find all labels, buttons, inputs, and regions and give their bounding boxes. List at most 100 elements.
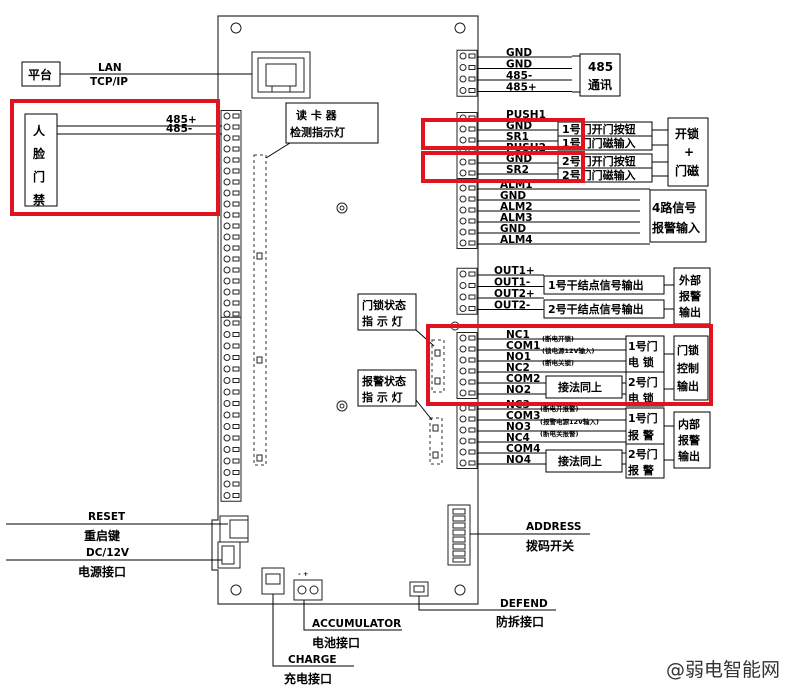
terminal-slot [468,65,476,70]
terminal-screw [459,356,467,364]
terminal-slot [468,271,476,277]
lock-same-wiring: 接法同上 [558,380,602,394]
terminal-slot [232,245,240,251]
alarm-callout [357,369,417,407]
lock-control-box [673,335,709,401]
terminal-slot [468,405,476,411]
terminal-screw [459,367,467,375]
dc-jack [217,541,241,569]
terminal-slot [232,481,240,487]
terminal-screw [459,217,467,225]
terminal-slot [468,229,476,235]
led [256,454,263,462]
terminal-screw [459,87,467,94]
terminal-screw [459,184,467,192]
terminal-screw [459,52,467,60]
terminal-slot [468,449,476,455]
terminal-slot [468,240,476,246]
terminal-screw [223,342,231,350]
pin-label: COM1 [506,340,540,352]
terminal-screw [223,134,231,142]
out2-label: 2号干结点信号输出 [548,302,644,316]
terminal-screw [459,426,467,434]
terminal-slot [232,157,240,163]
lan-label: LAN [98,62,122,74]
external-alarm-line1: 外部 [678,273,701,287]
terminal-slot [232,201,240,207]
terminal-screw [223,145,231,153]
alarm-line1: 报警状态 [362,374,406,388]
door2-lock-line1: 2号门 [628,375,658,389]
terminal-screw [223,255,231,263]
terminal-slot [468,283,476,288]
pin-label: GND [500,190,526,202]
alarm-same-wiring: 接法同上 [558,454,602,468]
pin-label: ALM2 [500,201,533,213]
terminal-slot [232,190,240,196]
pin-label: GND [506,120,532,132]
alarm-same-wiring-box [545,449,623,473]
platform-label: 平台 [28,67,52,82]
terminal-slot [468,126,476,132]
terminal-screw [223,288,231,296]
door1-alarm-line2: 报 警 [628,428,654,442]
terminal-slot [232,470,240,475]
card-reader-line2: 检测指示灯 [290,125,345,139]
terminal-screw [223,365,231,373]
door1-alarm-line1: 1号门 [628,411,658,425]
terminal-slot [232,447,240,452]
terminal-screw [459,125,467,133]
left-terminal-block-lower [220,316,242,502]
external-alarm-line2: 报警 [679,289,701,303]
internal-alarm-box [673,411,711,469]
terminal-slot [468,170,476,176]
pin-label: NO3 [506,421,531,433]
door-lock-callout [357,293,417,331]
led [434,349,441,357]
pin-label: NC4 [506,432,530,444]
reset-cn: 重启键 [84,528,120,543]
terminal-screw [223,400,231,407]
internal-alarm-line1: 内部 [678,417,700,431]
door2-lock-box [625,371,665,407]
address-cn: 拨码开关 [526,538,574,553]
no3-note: (断电关报警) [540,429,578,438]
terminal-slot [468,76,476,82]
terminal-blocks [220,49,478,502]
face-char-3: 门 [33,169,45,184]
terminal-slot [232,146,240,152]
pin-label: 485- [506,70,532,82]
alarm-input-box [649,189,707,243]
defend-label: DEFEND [500,598,548,610]
terminal-screw [223,200,231,208]
terminal-slot [232,332,240,337]
terminal-slot [232,458,240,464]
face-char-1: 人 [33,123,46,138]
terminal-slot [232,435,240,441]
pin-label: COM2 [506,373,540,385]
terminal-slot [232,289,240,295]
terminal-slot [232,223,240,229]
rj45-port [251,51,311,99]
terminal-screw [223,123,231,131]
pin-label: GND [506,153,532,165]
terminal-slot [232,256,240,262]
face-access-highlight [10,99,220,216]
door2-alarm-line2: 报 警 [628,463,654,477]
terminal-slot [468,427,476,433]
pin-label: SR1 [506,131,529,143]
terminal-slot [232,168,240,174]
door2-alarm-line1: 2号门 [628,447,658,461]
unlock-group-line2: + [684,145,694,159]
terminal-screw [459,448,467,456]
charge-cn: 充电接口 [284,671,332,686]
terminal-slot [468,335,476,341]
terminal-slot [232,311,240,317]
terminal-screw [459,345,467,353]
terminal-slot [468,368,476,374]
comm-485-line2: 通讯 [588,77,612,92]
tcpip-label: TCP/IP [90,76,128,88]
terminal-slot [468,357,476,363]
pin-label: OUT1- [494,277,530,289]
terminal-slot [232,124,240,130]
